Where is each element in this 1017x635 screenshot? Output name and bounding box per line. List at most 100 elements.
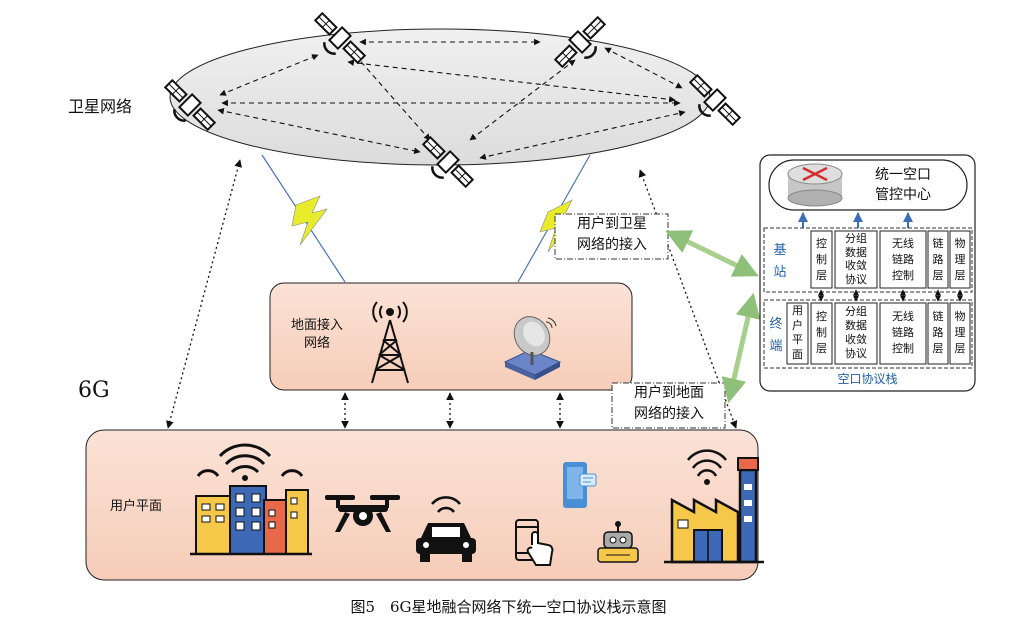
base-station-label-line2: 站	[773, 265, 787, 280]
callout-satellite-line1: 用户到卫星	[577, 216, 647, 232]
control-center-label: 统一空口 管控中心	[858, 165, 948, 205]
phone-touch-icon	[515, 519, 554, 566]
base-station-layers	[810, 230, 971, 289]
bs-rlc-line: 链路	[892, 253, 914, 266]
protocol-stack-footer: 空口协议栈	[837, 372, 898, 386]
term-rlc-line: 无线	[892, 310, 914, 323]
callout-ground-line2: 网络的接入	[634, 406, 704, 422]
stack-uplink-arrows	[798, 212, 913, 228]
bs-physical-layer-char: 理	[954, 253, 966, 266]
router-icon	[787, 163, 843, 207]
term-pdcp-layer: 分组 数据 收敛 协议	[835, 305, 877, 361]
generation-label: 6G	[78, 378, 110, 403]
term-rlc-line: 控制	[892, 342, 914, 355]
bs-physical-layer: 物 理 层	[950, 236, 970, 284]
base-station-label: 基 站	[770, 240, 790, 284]
bs-link-layer-char: 链	[932, 237, 944, 250]
term-link-layer: 链 路 层	[928, 309, 948, 357]
ground-network-label-line2: 网络	[303, 336, 330, 351]
term-rlc-layer: 无线 链路 控制	[880, 309, 926, 357]
term-user-plane: 用 户 平 面	[787, 304, 808, 362]
base-station-label-line1: 基	[773, 243, 787, 258]
term-control-layer-char: 制	[816, 326, 827, 339]
bs-rlc-line: 无线	[892, 237, 914, 250]
satellite-dish-icon	[503, 316, 562, 380]
term-pdcp-line: 收敛	[845, 333, 867, 346]
bs-pdcp-layer: 分组 数据 收敛 协议	[835, 232, 877, 286]
smart-city-icon	[190, 443, 312, 556]
drone-icon	[325, 495, 400, 532]
bs-pdcp-line: 数据	[845, 245, 867, 259]
term-control-layer-char: 层	[816, 342, 827, 355]
satellite-icon	[313, 11, 367, 65]
inter-satellite-links	[217, 38, 686, 160]
callout-box-ground	[611, 382, 726, 429]
term-physical-layer: 物 理 层	[950, 309, 970, 357]
bs-pdcp-line: 分组	[845, 232, 867, 245]
terminal-layers	[786, 302, 971, 365]
callout-satellite-access: 用户到卫星 网络的接入	[559, 214, 665, 256]
term-physical-layer-char: 理	[954, 326, 966, 339]
callout-arrows	[665, 230, 761, 404]
bs-link-layer: 链 路 层	[928, 236, 948, 284]
terminal-row	[763, 299, 973, 369]
callout-ground-line1: 用户到地面	[634, 385, 704, 401]
base-station-row	[763, 227, 973, 293]
ground-network-label-line1: 地面接入	[290, 318, 343, 333]
bs-control-layer-char: 制	[816, 253, 827, 266]
control-center-line1: 统一空口	[875, 167, 931, 183]
bs-physical-layer-char: 层	[954, 269, 966, 282]
bs-link-layer-char: 路	[932, 253, 944, 266]
term-control-layer: 控 制 层	[811, 309, 832, 357]
terminal-label: 终 端	[766, 314, 786, 358]
robot-icon	[597, 521, 639, 563]
callout-satellite-line2: 网络的接入	[577, 237, 647, 253]
figure-caption: 图5 6G星地融合网络下统一空口协议栈示意图	[350, 598, 667, 616]
factory-icon	[664, 449, 764, 564]
ground-network-label: 地面接入 网络	[281, 317, 353, 353]
inter-row-arrows	[818, 289, 963, 302]
user-satellite-link	[166, 159, 242, 429]
bs-pdcp-line: 协议	[845, 272, 867, 286]
term-rlc-line: 链路	[892, 326, 914, 339]
callout-ground-access: 用户到地面 网络的接入	[616, 383, 722, 425]
satellite-icon	[688, 73, 742, 127]
cell-tower-icon	[371, 301, 409, 384]
satellite-network-label: 卫星网络	[68, 97, 133, 116]
bs-control-layer-char: 层	[816, 269, 827, 282]
bs-rlc-layer: 无线 链路 控制	[880, 236, 926, 284]
bs-physical-layer-char: 物	[954, 237, 966, 250]
satellite-icon	[421, 135, 475, 189]
callout-box-satellite	[554, 213, 669, 260]
term-link-layer-char: 层	[932, 342, 944, 355]
ground-user-links	[341, 392, 564, 429]
term-user-plane-char: 用	[792, 304, 803, 317]
terminal-label-line1: 终	[769, 317, 783, 332]
tablet-icon	[563, 462, 597, 508]
bs-control-layer: 控 制 层	[811, 236, 832, 284]
term-user-plane-char: 平	[792, 333, 803, 346]
lightning-icon	[291, 195, 328, 246]
bs-pdcp-line: 收敛	[845, 259, 867, 272]
bs-link-layer-char: 层	[932, 269, 944, 282]
bs-control-layer-char: 控	[816, 237, 827, 250]
term-pdcp-line: 分组	[845, 305, 867, 318]
term-user-plane-char: 面	[792, 347, 803, 361]
term-link-layer-char: 路	[932, 326, 944, 339]
bs-rlc-line: 控制	[892, 269, 914, 282]
term-physical-layer-char: 物	[954, 310, 966, 323]
satellite-orbit-ellipse	[169, 28, 711, 166]
term-user-plane-char: 户	[792, 318, 803, 332]
term-pdcp-line: 数据	[845, 319, 867, 332]
car-icon	[416, 496, 476, 562]
term-physical-layer-char: 层	[954, 342, 966, 355]
control-center-line2: 管控中心	[875, 187, 931, 203]
satellite-icon	[163, 78, 217, 132]
user-plane-label: 用户平面	[110, 499, 163, 514]
user-satellite-link	[638, 169, 738, 429]
terminal-label-line2: 端	[769, 339, 783, 354]
term-control-layer-char: 控	[816, 310, 827, 323]
satellite-icon	[553, 15, 607, 69]
